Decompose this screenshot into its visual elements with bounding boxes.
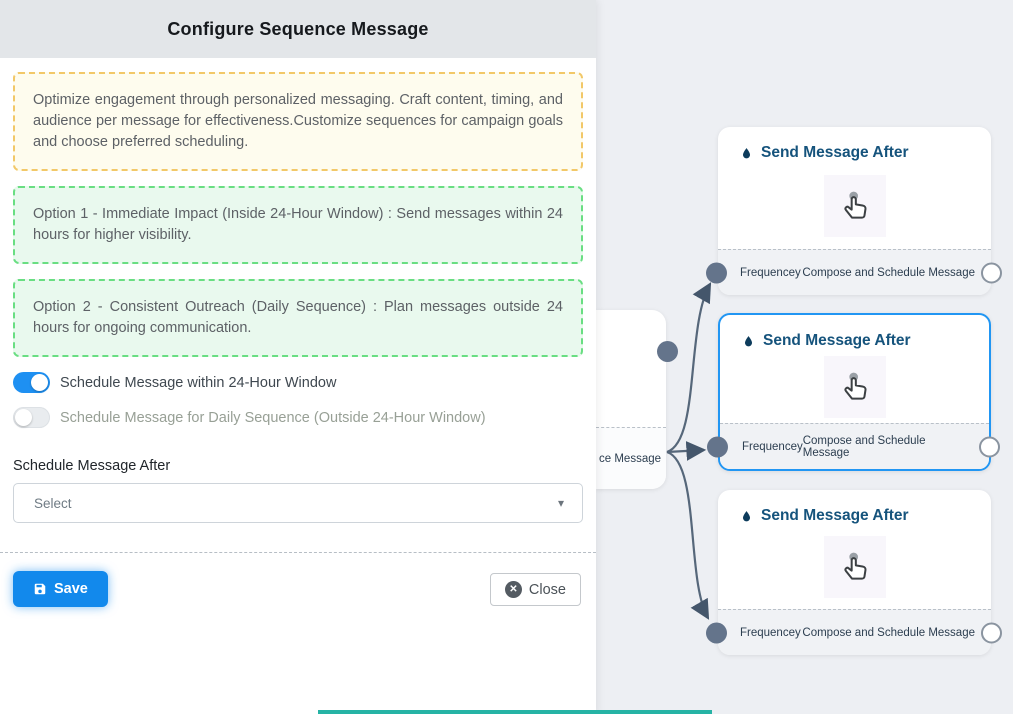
bottom-accent-bar: [318, 710, 712, 714]
toggle-daily-sequence-label: Schedule Message for Daily Sequence (Out…: [60, 409, 486, 426]
edge-to-node-1: [666, 282, 712, 454]
droplet-icon: [744, 335, 753, 346]
in-port-label: Frequencey: [740, 266, 801, 279]
option2-box: Option 2 - Consistent Outreach (Daily Se…: [13, 279, 583, 358]
chevron-down-icon: ▾: [557, 496, 564, 511]
schedule-after-label: Schedule Message After: [13, 458, 171, 475]
panel-body: Optimize engagement through personalized…: [0, 58, 596, 524]
in-port-label: Frequencey: [740, 626, 801, 639]
save-icon: [34, 583, 46, 595]
source-output-port[interactable]: [657, 341, 678, 362]
hand-cursor-icon[interactable]: [823, 174, 886, 237]
source-node-partial[interactable]: ce Message: [596, 310, 678, 489]
source-node-footer: ce Message: [596, 427, 666, 489]
schedule-after-select[interactable]: Select ▾: [13, 483, 583, 524]
select-value: Select: [34, 495, 72, 511]
toggle-within-24h-label: Schedule Message within 24-Hour Window: [60, 374, 337, 391]
out-port-label: Compose and Schedule Message: [802, 434, 926, 459]
droplet-icon: [742, 147, 751, 158]
panel-title: Configure Sequence Message: [167, 18, 429, 39]
node-body: [718, 525, 991, 609]
node-title: Send Message After: [761, 507, 909, 524]
footer-divider: [0, 552, 596, 553]
out-port-label: Compose and Schedule Message: [802, 626, 975, 639]
toggle-row-24hour: Schedule Message within 24-Hour Window: [13, 372, 583, 394]
send-message-after-node-1[interactable]: Send Message After Frequencey Compose an…: [706, 127, 1002, 295]
footer-button-row: Save ✕ Close: [13, 571, 581, 607]
node-title: Send Message After: [761, 144, 909, 161]
flow-canvas[interactable]: ce Message Send Message After Frequ: [596, 0, 1013, 714]
close-button-label: Close: [528, 581, 566, 598]
output-port[interactable]: [979, 436, 1000, 457]
output-port[interactable]: [981, 622, 1002, 643]
node-footer: Frequencey Compose and Schedule Message: [707, 423, 1000, 469]
node-header: Send Message After: [718, 490, 991, 525]
source-node-footer-label: ce Message: [599, 452, 662, 465]
toggle-row-daily: Schedule Message for Daily Sequence (Out…: [13, 407, 583, 429]
node-header: Send Message After: [718, 127, 991, 162]
node-footer: Frequencey Compose and Schedule Message: [706, 609, 1002, 655]
in-port-label: Frequencey: [742, 440, 803, 453]
save-button-label: Save: [54, 581, 88, 597]
save-button[interactable]: Save: [13, 571, 108, 607]
edge-to-node-3: [666, 450, 710, 620]
node-footer: Frequencey Compose and Schedule Message: [706, 249, 1002, 295]
input-port[interactable]: [707, 436, 728, 457]
toggle-within-24h[interactable]: [13, 372, 50, 394]
edge-to-node-2: [666, 441, 707, 461]
toggle-knob: [31, 374, 48, 392]
intro-note-box: Optimize engagement through personalized…: [13, 72, 583, 172]
hand-cursor-icon[interactable]: [823, 536, 886, 598]
panel-header: Configure Sequence Message: [0, 0, 596, 58]
out-port-label: Compose and Schedule Message: [802, 266, 975, 279]
configure-sequence-panel: Configure Sequence Message Optimize enga…: [0, 0, 596, 714]
send-message-after-node-3[interactable]: Send Message After Frequencey Compose an…: [706, 490, 1002, 655]
input-port[interactable]: [706, 622, 727, 643]
node-body: [718, 162, 991, 249]
output-port[interactable]: [981, 262, 1002, 283]
send-message-after-node-2[interactable]: Send Message After Frequencey Compose an…: [707, 313, 1000, 471]
node-title: Send Message After: [763, 332, 911, 349]
close-button[interactable]: ✕ Close: [489, 573, 581, 606]
toggle-knob: [15, 409, 32, 427]
node-header: Send Message After: [720, 315, 989, 350]
toggle-daily-sequence[interactable]: [13, 407, 50, 429]
close-icon: ✕: [504, 581, 522, 598]
node-body: [720, 350, 989, 423]
hand-cursor-icon[interactable]: [823, 355, 886, 418]
input-port[interactable]: [706, 262, 727, 283]
droplet-icon: [742, 510, 751, 521]
option1-box: Option 1 - Immediate Impact (Inside 24-H…: [13, 186, 583, 265]
